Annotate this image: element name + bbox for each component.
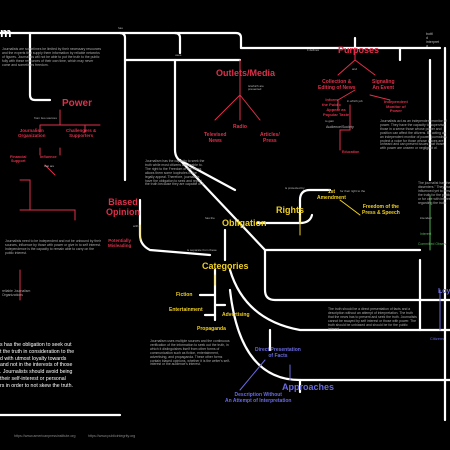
node-advertising: Advertising <box>222 312 250 318</box>
connector-right-to: for their right to the <box>340 189 366 193</box>
source-url-1[interactable]: https://www.americanpressinstitute.org <box>14 434 76 438</box>
node-journalism-organization: Journalism Organization <box>18 128 46 139</box>
title-fragment: m <box>0 25 12 40</box>
node-power: Power <box>62 98 93 109</box>
node-televised-news: Televised News <box>204 132 227 144</box>
committed-observer-partial: Committed Observ <box>418 242 447 246</box>
node-articles-press: Articles/ Press <box>260 132 280 144</box>
paragraph-right-partial: The journalist has the dissenters." They… <box>418 181 450 205</box>
node-loyalty-partial: Loy <box>438 288 450 295</box>
node-radio: Radio <box>233 124 247 130</box>
connector-and: and <box>352 67 358 71</box>
reliable-organizations: reliable Journalism Organizations <box>2 289 31 297</box>
paragraph-independence: Journalists need to be independent and n… <box>5 239 101 255</box>
paragraph-biased: Journalism has the capacity to seek the … <box>145 159 205 187</box>
node-independent-monitor: Independent Monitor of Power <box>384 99 408 114</box>
node-rights: Rights <box>276 205 304 215</box>
node-categories: Categories <box>202 261 249 271</box>
connector-two-sources: from two sources <box>34 116 57 120</box>
paragraph-approach: The truth should be a direct presentatio… <box>328 307 417 331</box>
node-audience-society: Audience/Society <box>326 125 354 129</box>
node-collection-editing: Collection & Editing of News <box>318 79 356 91</box>
node-inform-public: Inform the Public <box>322 97 342 107</box>
node-freedom-press: Freedom of the Press & Speech <box>362 204 400 216</box>
node-approaches: Approaches <box>282 382 335 392</box>
connector-with: with <box>133 224 139 228</box>
node-outlets-media: Outlets/Media <box>216 68 276 78</box>
node-challengers-supporters: Challengers & Supporters <box>66 128 97 139</box>
paragraph-obligation-summary: s has the obligation to seek out t the t… <box>0 342 75 389</box>
connector-has-the: has the <box>205 216 215 220</box>
node-education: Education <box>342 150 360 154</box>
node-propaganda: Propaganda <box>197 326 226 332</box>
node-fiction: Fiction <box>176 292 193 298</box>
node-description-without: Description Without An Attempt of Interp… <box>225 392 292 404</box>
node-financial-support: Financial Support <box>10 155 27 164</box>
connector-separate: is separate from these <box>187 248 217 252</box>
paragraph-power-intro: Journalists are sometimes be limited by … <box>2 47 102 67</box>
connector-that-are: that are <box>44 164 55 168</box>
node-purposes: Purposes <box>338 45 380 55</box>
connector-job: in which job <box>347 99 363 103</box>
node-direct-presentation: Direct Presentation of Facts <box>255 347 301 359</box>
node-obligation: Obligation <box>222 218 267 228</box>
paragraph-monitor: Journalists act as an independent monito… <box>380 119 447 151</box>
connector-to-gain: to gain <box>325 119 335 123</box>
node-influence: Influence <box>40 155 57 159</box>
node-appear-popular: Appear as Popular Taste <box>323 107 350 117</box>
connector-presented: is/which are presented <box>248 84 264 92</box>
node-potentially-misleading: Potentially Misleading <box>108 238 132 249</box>
node-biased-opinion: Biased Opinion <box>106 197 140 218</box>
connector-intended: intended <box>420 216 432 220</box>
connector-has: has <box>118 26 123 30</box>
node-citizens-partial: Citizens <box>430 336 445 341</box>
node-entertainment: Entertainment <box>169 307 203 313</box>
node-first-amendment: 1st Amendment <box>317 189 346 201</box>
connector-uses: uses <box>175 53 182 57</box>
interest-partial: Interest <box>420 232 432 236</box>
node-signaling-event: Signaling An Event <box>372 79 395 91</box>
top-right-fragment: bottl d interpret a <box>426 32 440 49</box>
paragraph-categories: Journalism uses multiple sources and the… <box>150 339 230 367</box>
source-url-2[interactable]: https://www.publicintegrity.org <box>88 434 136 438</box>
connector-it-defines: it defines <box>307 48 320 52</box>
connector-protected: is protected by <box>285 186 305 190</box>
